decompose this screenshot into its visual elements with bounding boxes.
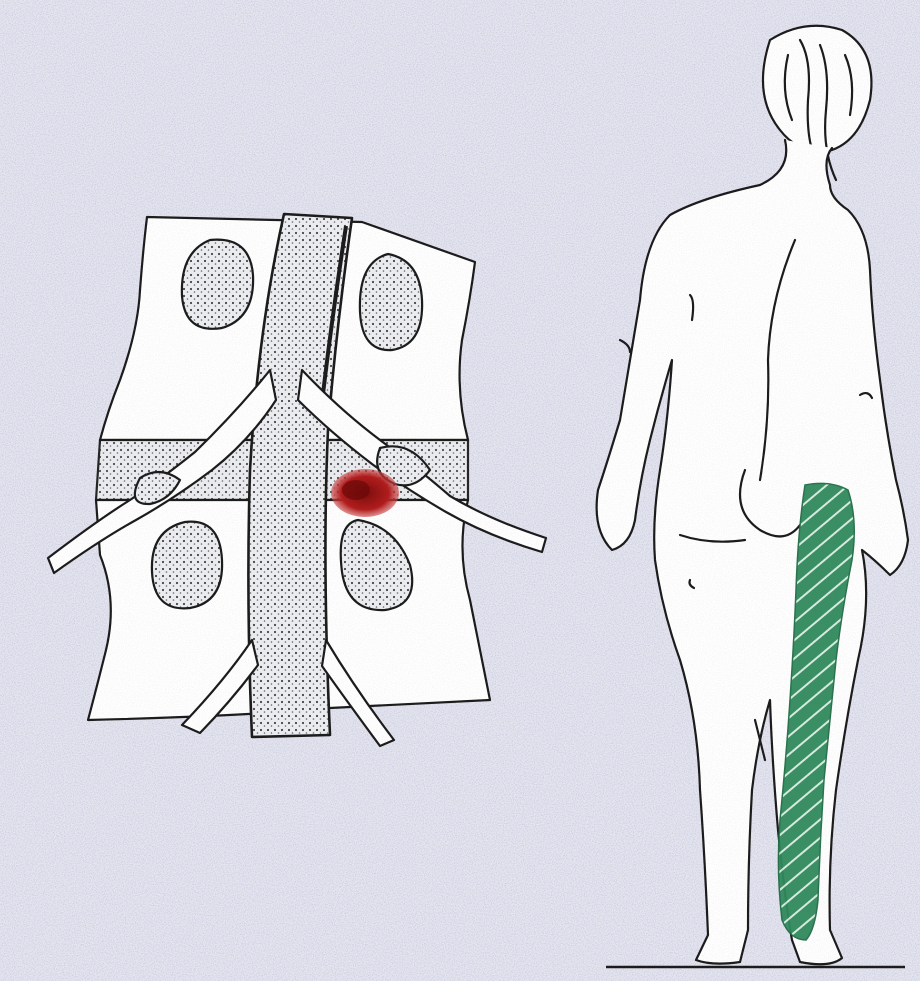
lower-left-pedicle — [152, 522, 222, 609]
upper-left-pedicle — [182, 240, 253, 329]
upper-right-pedicle — [360, 254, 422, 350]
